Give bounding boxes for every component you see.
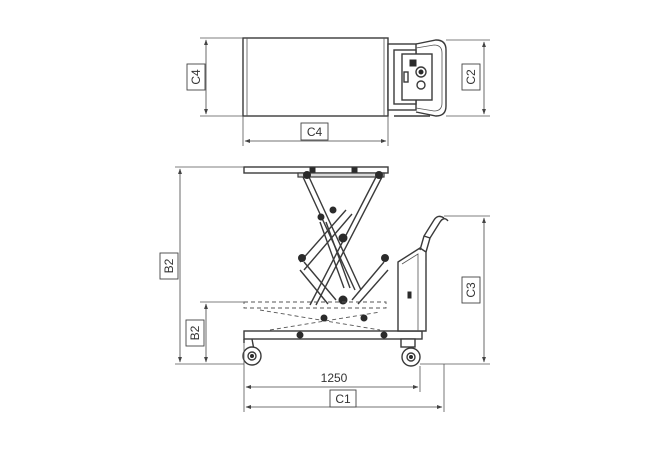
side-view-lowered-table [243, 301, 387, 331]
top-view-platform [242, 37, 389, 117]
top-view: C4 C4 C2 [186, 37, 490, 146]
dim-top-handle-width: C2 [446, 39, 490, 117]
dim-label-top-width: C4 [189, 69, 203, 85]
dim-top-width: C4 [186, 37, 243, 117]
dim-label-side-overall-length: C1 [335, 392, 351, 406]
dim-label-side-min-height: B2 [188, 325, 202, 340]
dim-side-overall-length: C1 [245, 364, 445, 412]
dim-top-length: C4 [242, 116, 389, 146]
side-view-power-unit [397, 247, 427, 332]
dim-label-top-handle-width: C2 [464, 69, 478, 85]
side-view-rear-wheel [400, 338, 421, 367]
side-view-scissor-raised [298, 171, 389, 306]
top-view-handle [415, 39, 447, 117]
dim-label-side-length: 1250 [321, 371, 348, 385]
dim-label-side-max-height: B2 [162, 258, 176, 273]
side-view-handle [419, 215, 449, 253]
dim-label-top-length: C4 [307, 125, 323, 139]
dim-side-length: 1250 [243, 343, 421, 412]
side-view-front-wheel [242, 338, 262, 366]
side-view: B2 B2 C3 1250 C1 [159, 166, 490, 412]
top-view-power-unit [387, 43, 433, 117]
dim-side-min-height: B2 [185, 301, 244, 363]
dim-side-max-height: B2 [159, 166, 244, 365]
dim-side-handle-height: C3 [420, 215, 490, 365]
side-view-base-frame [243, 314, 423, 343]
dim-label-side-handle-height: C3 [464, 282, 478, 298]
side-view-raised-table [243, 166, 389, 178]
